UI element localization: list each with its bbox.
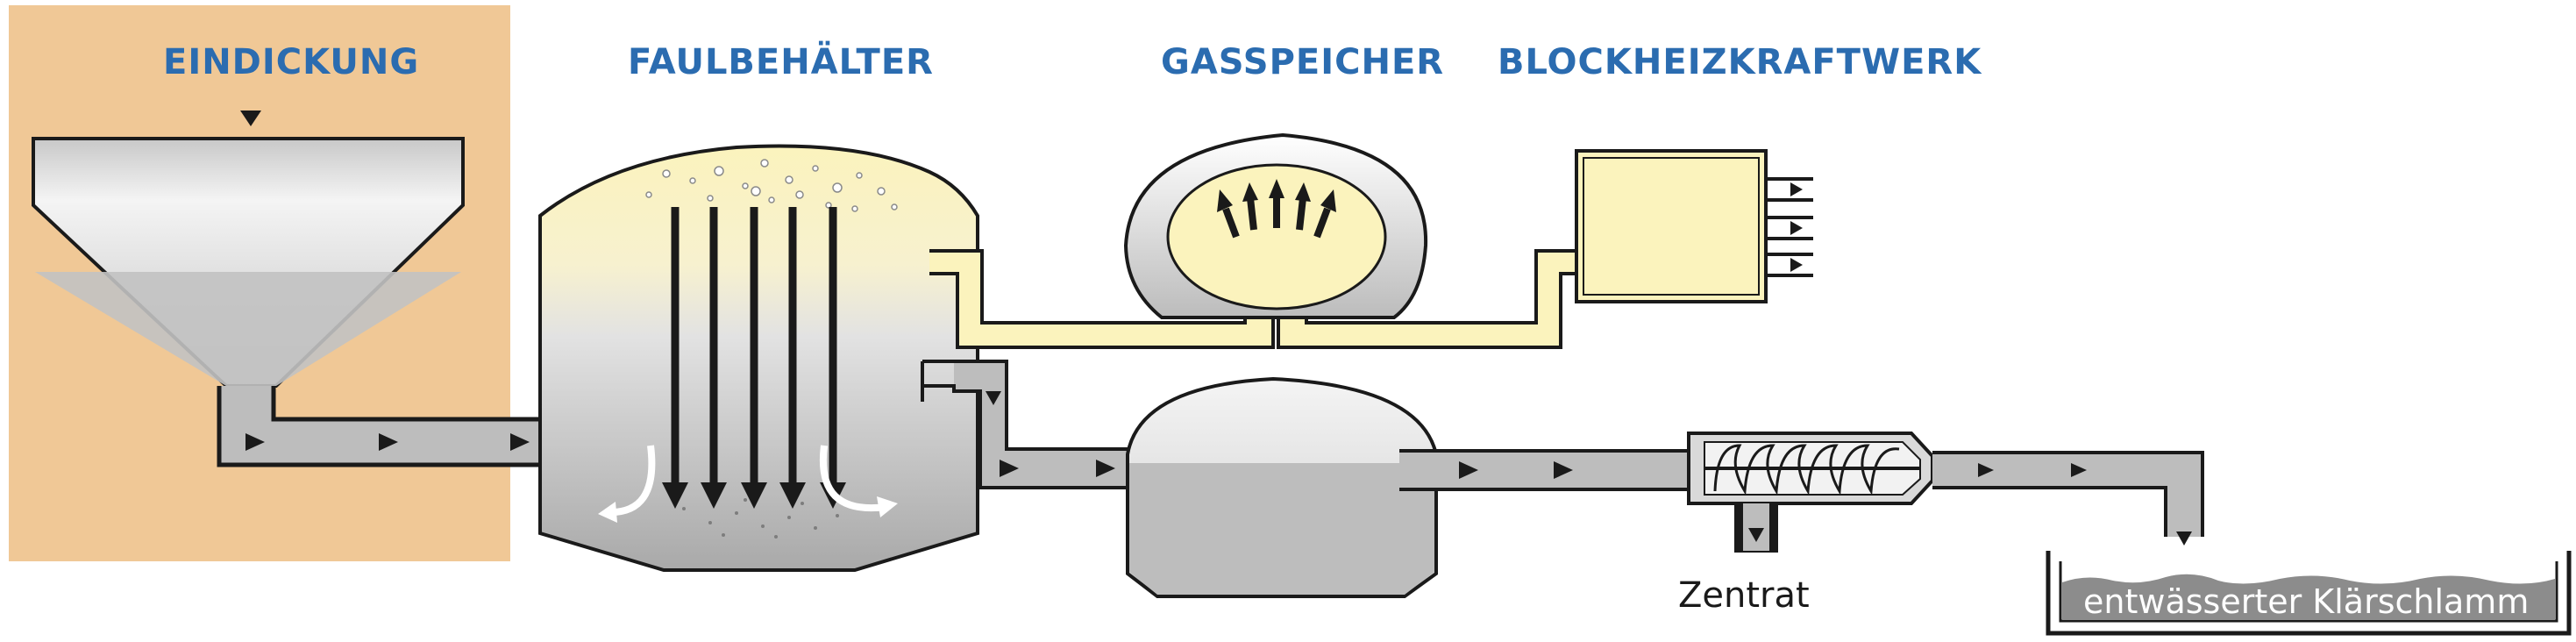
down-arrow-icon	[1748, 528, 1764, 542]
flow-arrow-icon	[1000, 460, 1019, 477]
stage-title-thickening: EINDICKUNG	[163, 42, 420, 82]
chp-plant	[1575, 149, 1813, 303]
thickening-hopper	[32, 111, 465, 388]
flow-arrow-icon	[1554, 461, 1573, 479]
storage-tank	[1126, 376, 1438, 598]
pipe-digester-to-storage-tank	[921, 360, 1149, 489]
down-arrow-icon	[701, 482, 727, 509]
flow-arrow-icon	[2071, 463, 2087, 477]
flow-arrow-icon	[510, 433, 530, 451]
up-arrow-icon	[1320, 189, 1336, 212]
centrate-label: Zentrat	[1678, 575, 1810, 616]
flow-arrow-icon	[379, 433, 398, 451]
down-arrow-icon	[2176, 531, 2192, 546]
stage-title-gas-storage: GASSPEICHER	[1161, 42, 1445, 82]
circulation-arrow-icon	[819, 445, 886, 512]
pipe-centrifuge-to-tray	[1932, 451, 2204, 546]
inflow-triangle-icon	[240, 111, 261, 126]
stage-title-digester: FAULBEHÄLTER	[628, 42, 934, 82]
down-arrow-icon	[779, 482, 806, 509]
flow-arrow-icon	[1096, 460, 1115, 477]
output-arrow-icon	[1790, 258, 1803, 272]
up-arrow-icon	[1269, 179, 1284, 198]
flow-arrow-icon	[246, 433, 265, 451]
output-arrow-icon	[1790, 221, 1803, 235]
up-arrow-icon	[1242, 182, 1258, 202]
gas-storage	[1123, 132, 1428, 319]
up-arrow-icon	[1217, 189, 1233, 212]
down-arrow-icon	[662, 482, 688, 509]
sludge-tray	[2046, 551, 2572, 636]
down-arrow-icon	[741, 482, 767, 509]
pipe-hopper-to-digester	[217, 386, 583, 467]
centrifuge	[1687, 432, 1934, 553]
stage-title-chp-plant: BLOCKHEIZKRAFTWERK	[1498, 42, 1982, 82]
flow-arrow-icon	[1978, 463, 1994, 477]
output-arrow-icon	[1790, 182, 1803, 196]
dewatered-sludge-label: entwässerter Klärschlamm	[2083, 582, 2530, 621]
pipe-storage-to-centrifuge	[1399, 449, 1689, 491]
up-arrow-icon	[1295, 182, 1311, 202]
digester-tank	[538, 144, 979, 572]
flow-arrow-icon	[1459, 461, 1478, 479]
down-arrow-icon	[986, 391, 1001, 405]
